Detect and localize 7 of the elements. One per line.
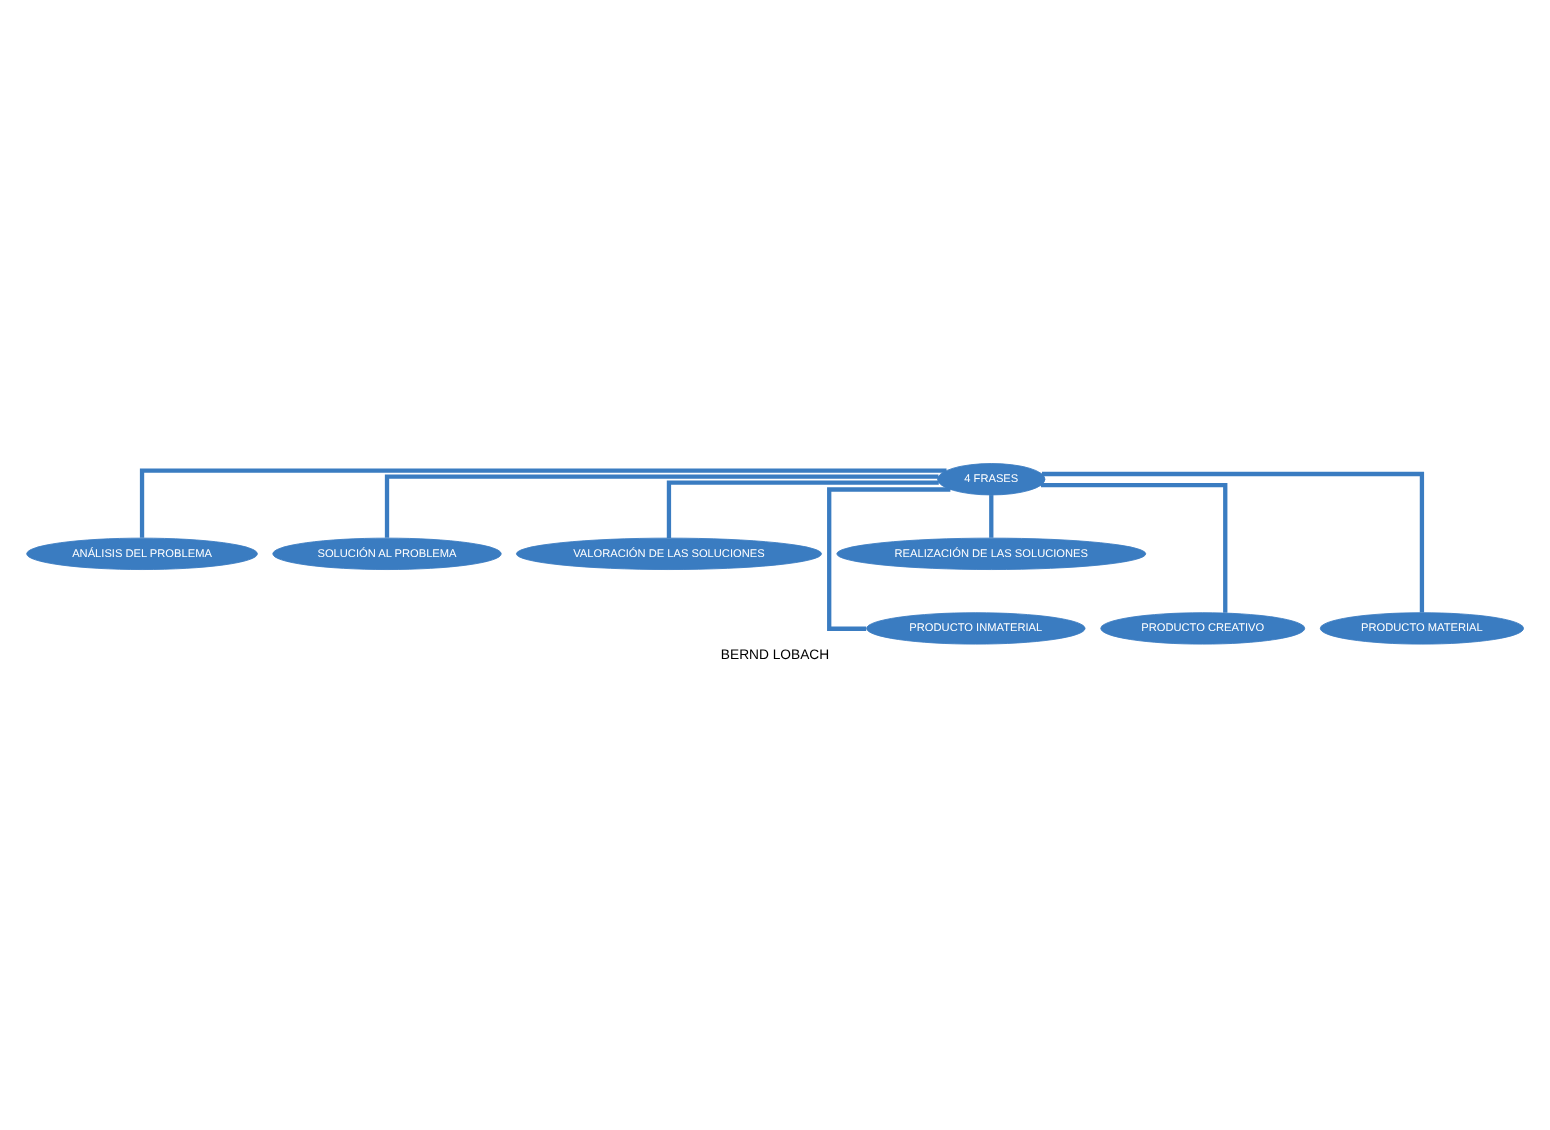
connector: [989, 495, 994, 538]
connector: [139, 468, 947, 538]
connector: [666, 480, 939, 538]
connector: [1040, 483, 1228, 613]
connector: [1041, 471, 1425, 613]
connector: [827, 487, 951, 631]
connector: [384, 474, 939, 538]
